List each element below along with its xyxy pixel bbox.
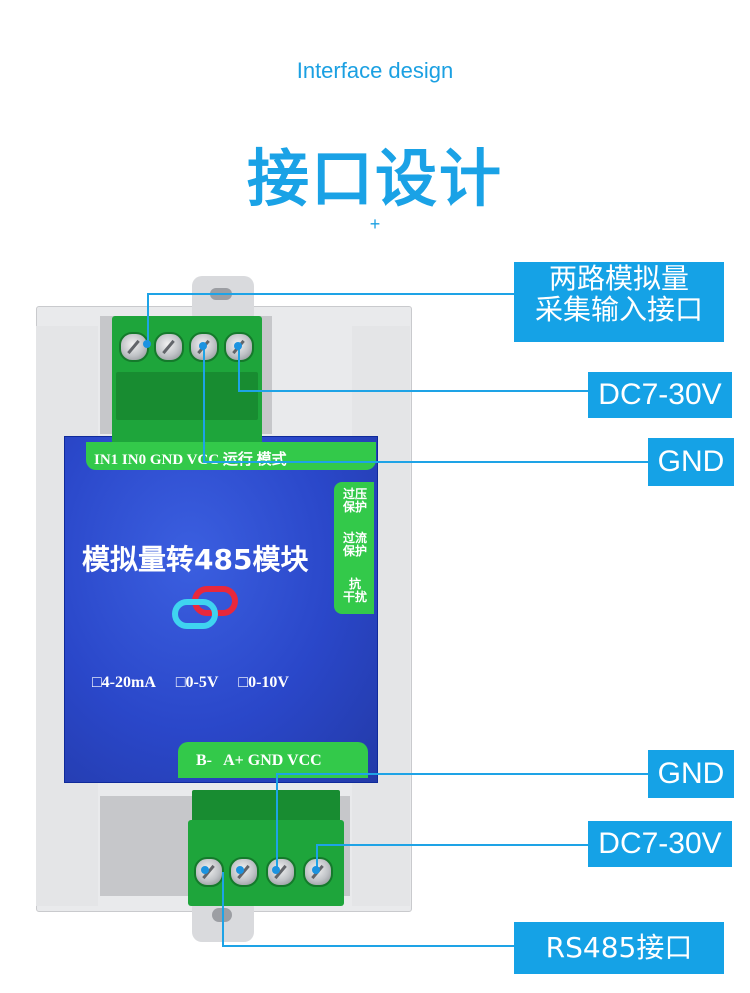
callout-line-gnd2-v [276, 773, 278, 869]
overvoltage-label: 过压 保护 [342, 487, 367, 514]
callout-dot-analog [143, 340, 151, 348]
screw-terminal-b [194, 857, 224, 887]
callout-line-dc2-v [316, 844, 318, 872]
callout-dot-rs485-b [201, 866, 209, 874]
anti-interference-label: 抗 干扰 [342, 577, 367, 604]
panel-title: 模拟量转485模块 [82, 543, 309, 576]
terminal-block-top-rib [116, 372, 258, 420]
range-0-5v: □0-5V [175, 674, 219, 691]
callout-line-gnd-v [203, 346, 205, 462]
overcurrent-label: 过流 保护 [342, 531, 367, 558]
callout-dot-dc [234, 342, 242, 350]
protection-strip [334, 482, 374, 614]
terminal-block-bottom-rib [192, 790, 340, 824]
callout-dot-gnd [199, 342, 207, 350]
callout-rs485: RS485接口 [514, 922, 724, 974]
range-0-10v: □0-10V [238, 674, 289, 691]
top-label-strip [86, 442, 376, 470]
callout-gnd-bottom: GND [648, 750, 734, 798]
screw-terminal-gnd-bottom [266, 857, 296, 887]
callout-line-rs485-h [222, 945, 514, 947]
callout-analog-input: 两路模拟量 采集输入接口 [514, 262, 724, 342]
callout-dc-top: DC7-30V [588, 372, 732, 418]
callout-line-rs485-v [222, 872, 224, 946]
range-options: □4-20mA □0-5V □0-10V [92, 674, 305, 692]
callout-line-analog-v [147, 293, 149, 343]
callout-line-dc-v [238, 346, 240, 390]
range-4-20ma: □4-20mA [92, 674, 156, 691]
plus-mark: + [369, 214, 381, 234]
bottom-label-strip [178, 742, 368, 778]
callout-line-gnd2-h [276, 773, 648, 775]
screw-terminal-in0 [154, 332, 184, 362]
bottom-terminal-label: B- A+ GND VCC [196, 752, 322, 769]
callout-line-dc2-h [316, 844, 590, 846]
screw-terminal-a [229, 857, 259, 887]
callout-line-analog-h [147, 293, 514, 295]
callout-dot-dc2 [312, 866, 320, 874]
callout-dot-rs485-a [236, 866, 244, 874]
page-title: 接口设计 [246, 142, 503, 215]
callout-dc-bottom: DC7-30V [588, 821, 732, 867]
screw-terminal-vcc-bottom [303, 857, 333, 887]
link-logo-icon [172, 586, 238, 629]
top-terminal-label: IN1 IN0 GND VCC 运行 模式 [94, 452, 287, 468]
callout-line-dc-h [238, 390, 590, 392]
subtitle: Interface design [296, 58, 454, 83]
callout-dot-gnd2 [272, 866, 280, 874]
callout-gnd-top: GND [648, 438, 734, 486]
callout-line-gnd-h [203, 461, 649, 463]
